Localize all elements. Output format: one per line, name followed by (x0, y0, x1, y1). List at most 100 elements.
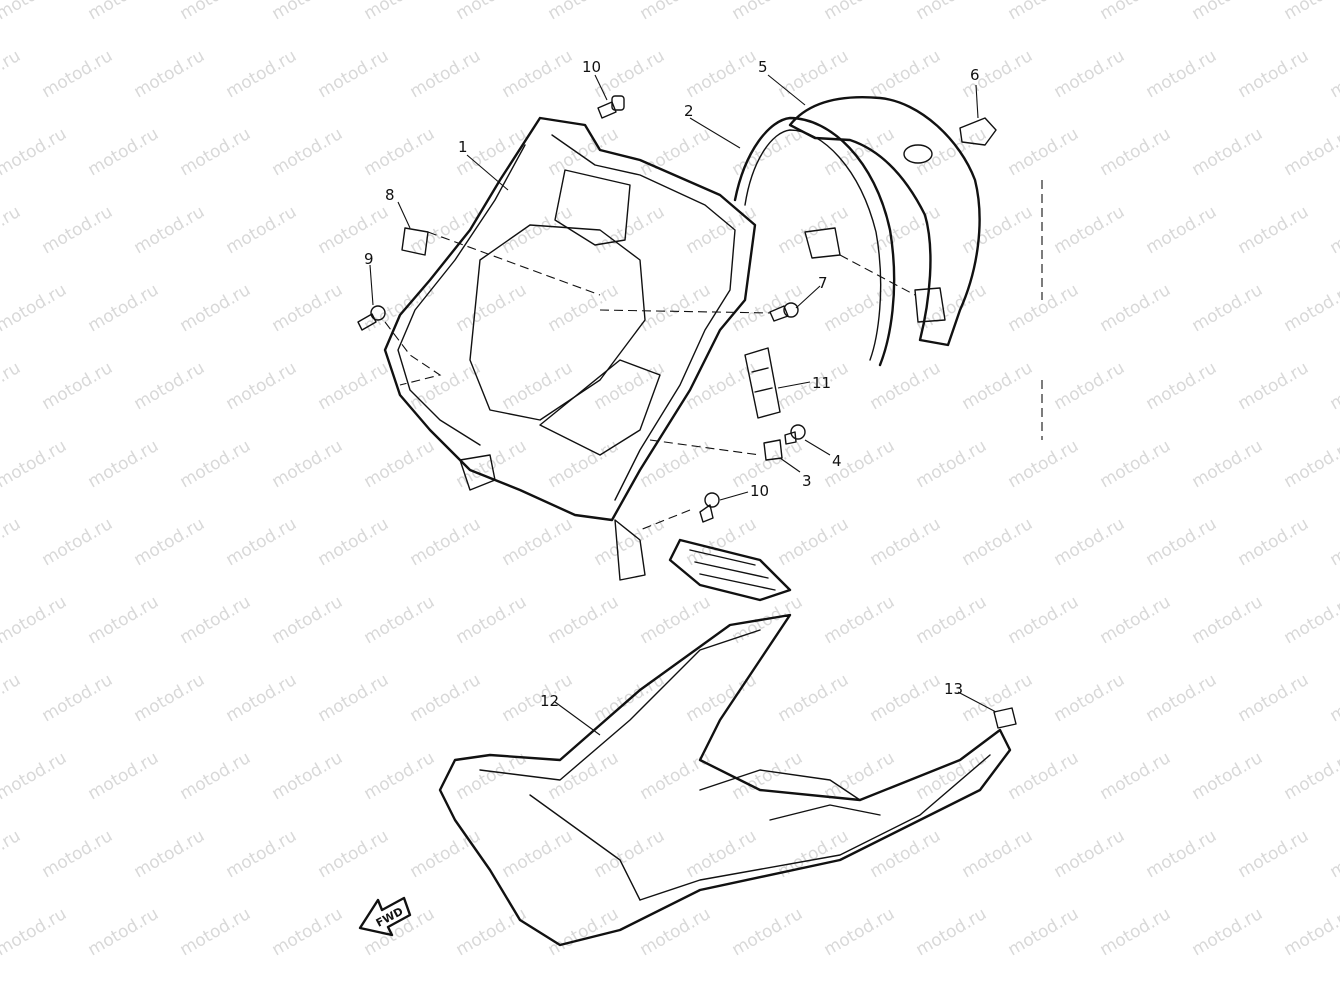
assembly-lines (384, 180, 1043, 531)
watermark-text: motod.ru (223, 514, 301, 570)
watermark-text: motod.ru (1235, 46, 1313, 102)
part-7-screw (769, 302, 799, 322)
watermark-text: motod.ru (361, 0, 439, 24)
watermark-text: motod.ru (0, 592, 70, 648)
watermark-text: motod.ru (39, 826, 117, 882)
watermark-text: motod.ru (959, 202, 1037, 258)
watermark-text: motod.ru (1235, 670, 1313, 726)
watermark-text: motod.ru (867, 670, 945, 726)
watermark-text: motod.ru (775, 670, 853, 726)
watermark-text: motod.ru (1189, 592, 1267, 648)
watermark-text: motod.ru (913, 748, 991, 804)
watermark-text: motod.ru (729, 124, 807, 180)
watermark-text: motod.ru (1189, 280, 1267, 336)
watermark-text: motod.ru (177, 436, 255, 492)
watermark-text: motod.ru (591, 46, 669, 102)
watermark-text: motod.ru (1051, 202, 1129, 258)
watermark-text: motod.ru (1005, 0, 1083, 24)
step-grille (668, 538, 792, 602)
watermark-text: motod.ru (1235, 358, 1313, 414)
watermark-text: motod.ru (1327, 670, 1340, 726)
watermark-text: motod.ru (913, 124, 991, 180)
watermark-text: motod.ru (269, 904, 347, 960)
watermark-text: motod.ru (177, 748, 255, 804)
watermark-text: motod.ru (407, 670, 485, 726)
callout-4: 4 (832, 452, 842, 470)
watermark-text: motod.ru (775, 514, 853, 570)
watermark-text: motod.ru (821, 748, 899, 804)
watermark-text: motod.ru (269, 748, 347, 804)
callout-10-lower: 10 (750, 482, 769, 500)
part-12-footrest-board (438, 613, 1012, 947)
watermark-text: motod.ru (131, 826, 209, 882)
callout-2: 2 (684, 102, 694, 120)
watermark-text: motod.ru (361, 124, 439, 180)
part-1-inner-leg-shield (383, 116, 757, 581)
watermark-text: motod.ru (637, 0, 715, 24)
watermark-text: motod.ru (775, 46, 853, 102)
watermark-text: motod.ru (85, 592, 163, 648)
watermark-text: motod.ru (591, 202, 669, 258)
watermark-text: motod.ru (913, 436, 991, 492)
watermark-text: motod.ru (545, 436, 623, 492)
watermark-text: motod.ru (269, 280, 347, 336)
watermark-text: motod.ru (545, 748, 623, 804)
watermark-text: motod.ru (867, 358, 945, 414)
watermark-text: motod.ru (361, 436, 439, 492)
watermark-text: motod.ru (1281, 280, 1340, 336)
watermark-text: motod.ru (223, 202, 301, 258)
watermark-text: motod.ru (1281, 904, 1340, 960)
watermark-text: motod.ru (729, 0, 807, 24)
watermark-text: motod.ru (913, 904, 991, 960)
watermark-text: motod.ru (0, 124, 70, 180)
watermark-text: motod.ru (39, 670, 117, 726)
watermark-text: motod.ru (591, 826, 669, 882)
watermark-text: motod.ru (637, 436, 715, 492)
callout-8: 8 (385, 186, 395, 204)
watermark-text: motod.ru (361, 748, 439, 804)
watermark-text: motod.ru (545, 0, 623, 24)
watermark-text: motod.ru (1051, 358, 1129, 414)
watermark-text: motod.ru (637, 280, 715, 336)
watermark-text: motod.ru (821, 0, 899, 24)
watermark-text: motod.ru (223, 46, 301, 102)
watermark-text: motod.ru (0, 514, 24, 570)
watermark-text: motod.ru (85, 124, 163, 180)
watermark-text: motod.ru (0, 0, 70, 24)
watermark-text: motod.ru (1097, 0, 1175, 24)
watermark-text: motod.ru (1281, 124, 1340, 180)
watermark-text: motod.ru (637, 592, 715, 648)
watermark-text: motod.ru (269, 436, 347, 492)
watermark-text: motod.ru (39, 46, 117, 102)
watermark-text: motod.ru (0, 670, 24, 726)
part-2-trim-strip (733, 116, 896, 367)
watermark-text: motod.ru (177, 592, 255, 648)
watermark-text: motod.ru (223, 826, 301, 882)
callout-3: 3 (802, 472, 812, 490)
watermark-text: motod.ru (867, 46, 945, 102)
watermark-text: motod.ru (821, 904, 899, 960)
watermark-text: motod.ru (39, 202, 117, 258)
watermark-text: motod.ru (269, 0, 347, 24)
watermark-text: motod.ru (867, 514, 945, 570)
watermark-text: motod.ru (0, 280, 70, 336)
watermark-text: motod.ru (1189, 0, 1267, 24)
watermark-text: motod.ru (1143, 514, 1221, 570)
watermark-text: motod.ru (0, 46, 24, 102)
watermark-text: motod.ru (407, 514, 485, 570)
watermark-text: motod.ru (177, 0, 255, 24)
watermark-text: motod.ru (407, 826, 485, 882)
watermark-text: motod.ru (1281, 0, 1340, 24)
watermark-text: motod.ru (499, 514, 577, 570)
watermark-text: motod.ru (1097, 592, 1175, 648)
watermark-text: motod.ru (1327, 826, 1340, 882)
watermark-text: motod.ru (821, 592, 899, 648)
watermark-text: motod.ru (913, 592, 991, 648)
watermark-text: motod.ru (821, 280, 899, 336)
watermark-text: motod.ru (1189, 124, 1267, 180)
watermark-text: motod.ru (223, 670, 301, 726)
part-10-screw-top (597, 95, 625, 119)
watermark-text: motod.ru (1051, 670, 1129, 726)
watermark-text: motod.ru (959, 826, 1037, 882)
watermark-text: motod.ru (177, 124, 255, 180)
